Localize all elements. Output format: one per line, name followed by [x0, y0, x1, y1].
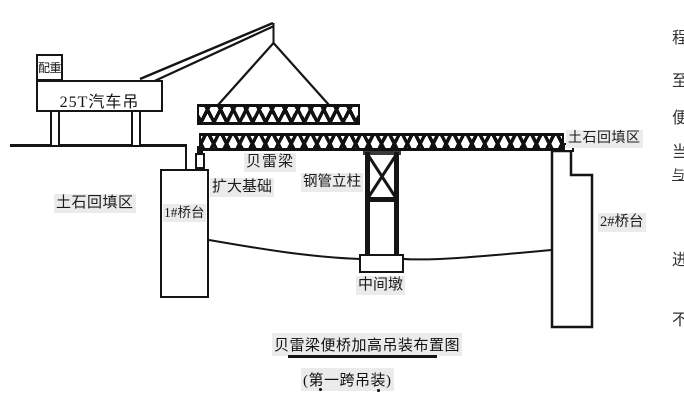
column-right-chord — [394, 152, 399, 254]
middle-pier-label: 中间墩 — [356, 276, 406, 296]
bearing-pedestal-left — [195, 153, 205, 169]
abutment-2-label: 2#桥台 — [598, 213, 646, 232]
clipped-char: 至 — [672, 73, 684, 90]
crane-boom-upper-edge — [139, 21, 274, 81]
figure-caption-subtitle: (第一跨吊装) — [301, 368, 394, 391]
emphasis-dot-1 — [319, 388, 322, 391]
clipped-char: 进 — [672, 252, 684, 269]
bailey-truss-installed — [199, 133, 564, 151]
backfill-right-label: 土石回填区 — [566, 130, 643, 149]
crane-leg-right — [131, 112, 141, 145]
column-mid-bar — [365, 197, 399, 202]
riverbed-left — [208, 239, 361, 260]
clipped-paragraph-right-edge: 程 至 便 当 与 进 不 — [672, 0, 684, 400]
middle-pier-cap — [359, 254, 404, 273]
crane-body-label: 25T汽车吊 — [59, 94, 140, 111]
crane-counterweight-box: 配重 — [36, 54, 63, 81]
riverbed-right — [403, 249, 553, 261]
bailey-truss-hoisted — [197, 104, 360, 125]
counterweight-label: 配重 — [38, 61, 62, 75]
enlarged-foundation-label: 扩大基础 — [210, 178, 275, 198]
abutment-1-label: 1#桥台 — [163, 204, 206, 222]
emphasis-dot-2 — [377, 389, 380, 392]
truss-end-block-left — [196, 146, 203, 155]
bailey-beam-label: 贝雷梁 — [244, 153, 297, 173]
column-left-chord — [365, 152, 370, 254]
column-top-plate — [363, 151, 401, 155]
figure-caption-title: 贝雷梁便桥加高吊装布置图 — [272, 333, 463, 356]
column-brace-2 — [366, 154, 398, 199]
sling-right — [272, 42, 330, 106]
clipped-char: 与 — [672, 167, 684, 182]
clipped-char: 程 — [672, 30, 684, 47]
clipped-char: 当 — [672, 144, 684, 161]
clipped-char: 不 — [672, 312, 684, 329]
caption-underline — [288, 355, 437, 358]
sling-left — [217, 42, 275, 106]
crane-body: 25T汽车吊 — [36, 80, 163, 112]
clipped-char: 便 — [672, 110, 684, 127]
steel-pipe-column-label: 钢管立柱 — [301, 173, 363, 192]
crane-leg-left — [50, 112, 60, 145]
backfill-left-label: 土石回填区 — [54, 194, 136, 214]
crane-boom-lower-edge — [147, 25, 275, 85]
ground-line-left — [10, 144, 187, 147]
abutment-2-outline — [550, 149, 594, 329]
abutment-1: 1#桥台 — [160, 169, 209, 298]
ground-step-line — [184, 144, 187, 170]
